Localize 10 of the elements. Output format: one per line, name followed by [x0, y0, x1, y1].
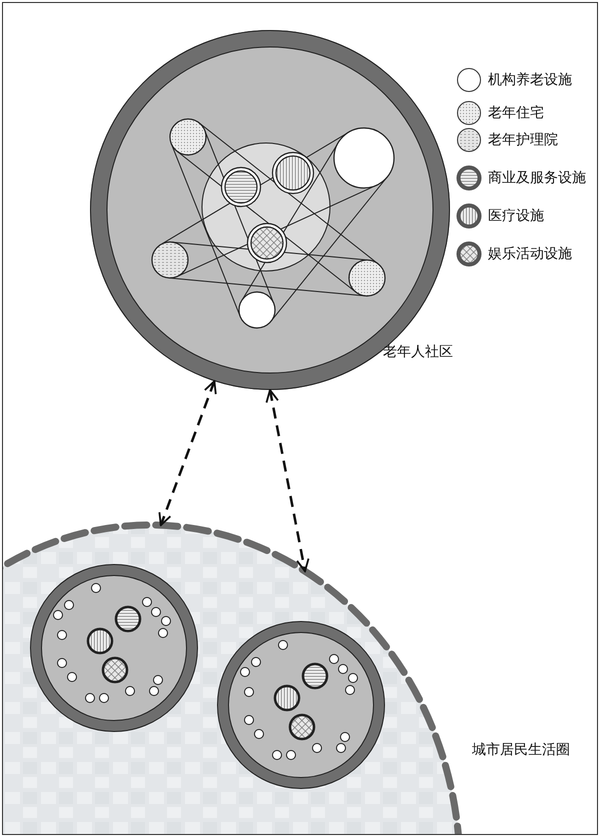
- dashed-arrow: [266, 389, 310, 572]
- legend-label: 医疗设施: [488, 208, 544, 226]
- legend-label: 老年护理院: [488, 131, 558, 150]
- area-label: 老年人社区: [383, 344, 453, 362]
- area-label: 城市居民生活圈: [472, 741, 570, 760]
- legend-label: 老年住宅: [488, 104, 544, 122]
- legend-label: 机构养老设施: [488, 71, 572, 90]
- legend-label: 商业及服务设施: [488, 169, 586, 188]
- legend-label: 娱乐活动设施: [488, 246, 572, 264]
- dashed-arrow: [158, 380, 217, 526]
